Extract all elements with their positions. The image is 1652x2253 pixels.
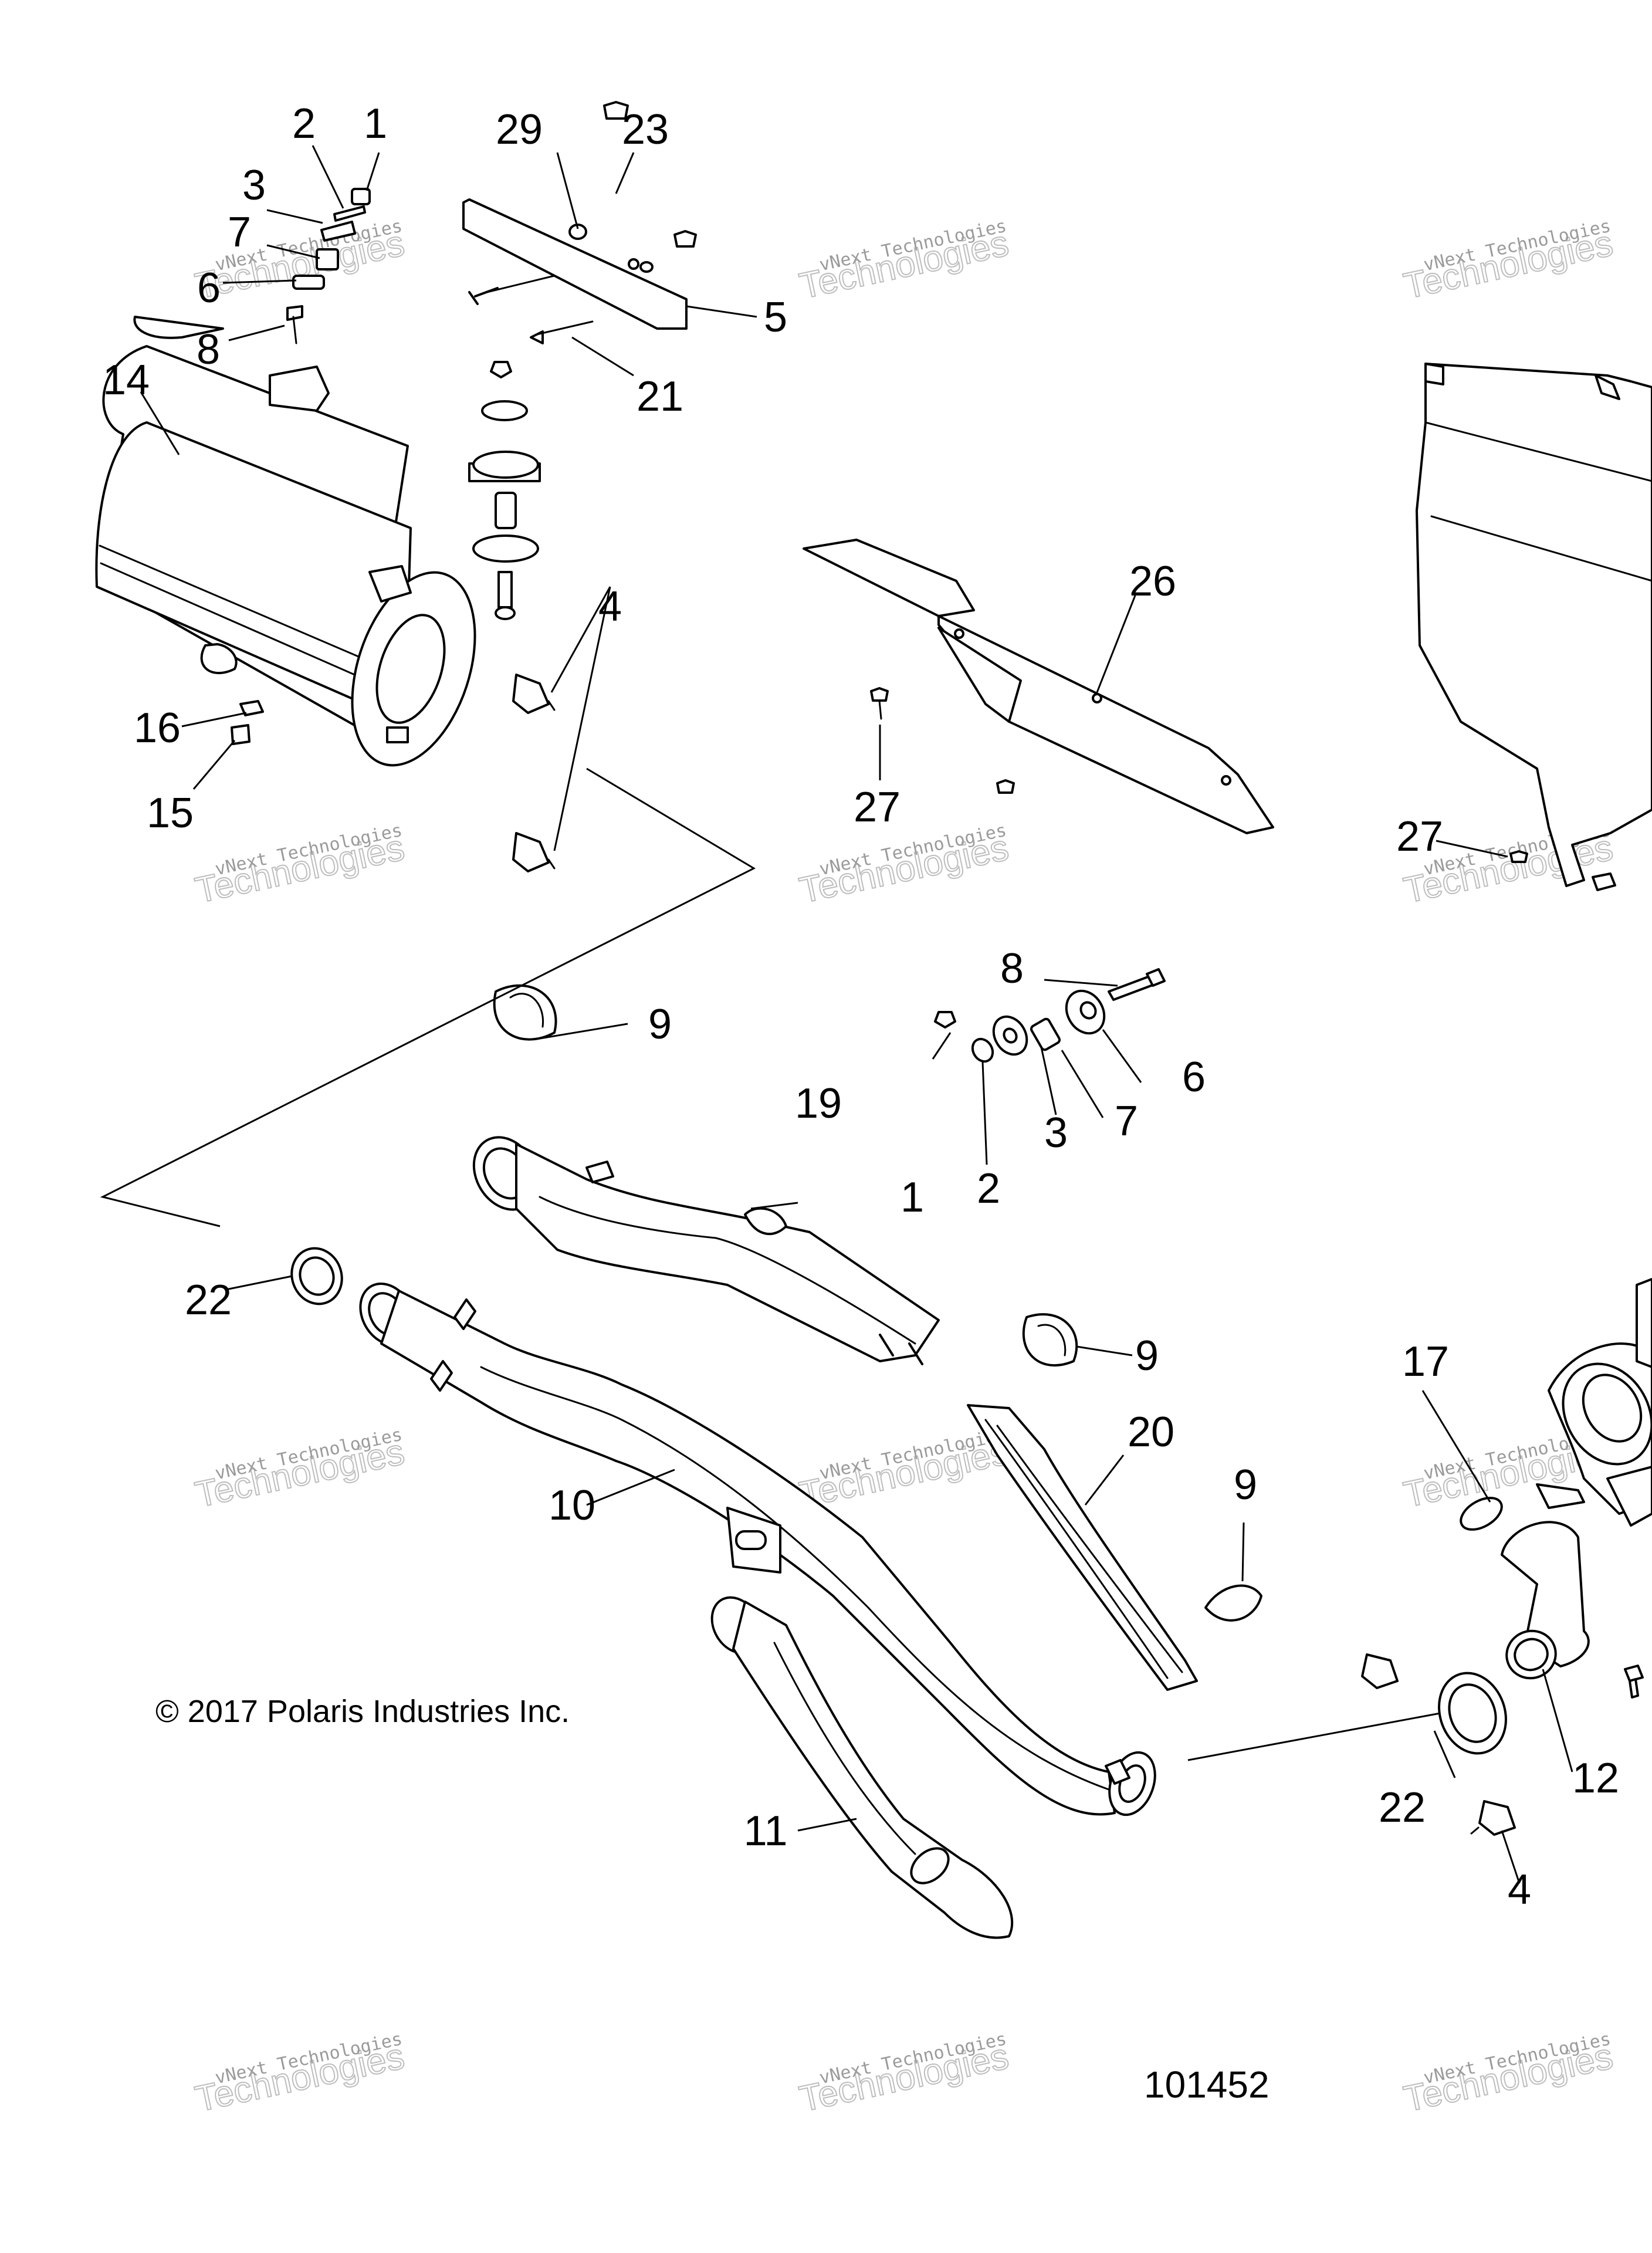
watermark: Technologies vNext Technologies bbox=[795, 1425, 1013, 1516]
callout-14: 14 bbox=[103, 357, 150, 404]
callout-7: 7 bbox=[1115, 1098, 1138, 1145]
watermark: Technologies vNext Technologies bbox=[795, 216, 1013, 307]
hardware-stack-middle bbox=[934, 968, 1166, 1063]
callout-6: 6 bbox=[1182, 1054, 1206, 1101]
callout-20: 20 bbox=[1128, 1409, 1174, 1456]
callout-19: 19 bbox=[795, 1080, 842, 1127]
hardware-stack-top-left bbox=[286, 188, 371, 344]
copyright-text: © 2017 Polaris Industries Inc. bbox=[155, 1694, 570, 1729]
callout-23: 23 bbox=[622, 106, 669, 153]
watermark: Technologies vNext Technologies bbox=[191, 2029, 408, 2120]
bracket-5 bbox=[462, 101, 697, 344]
callout-27: 27 bbox=[854, 784, 901, 831]
callout-2: 2 bbox=[977, 1165, 1000, 1212]
callout-27: 27 bbox=[1396, 813, 1443, 860]
gasket-22-left bbox=[290, 1247, 343, 1305]
pipe-10 bbox=[359, 1282, 1156, 1816]
diagram-id: 101452 bbox=[1144, 2063, 1270, 2106]
watermark: Technologies vNext Technologies bbox=[1400, 216, 1617, 307]
callout-22: 22 bbox=[185, 1277, 232, 1324]
watermark: Technologies vNext Technologies bbox=[795, 820, 1013, 912]
callout-5: 5 bbox=[764, 294, 787, 341]
callout-4: 4 bbox=[598, 583, 622, 630]
watermark: Technologies vNext Technologies bbox=[191, 216, 408, 307]
watermark: Technologies vNext Technologies bbox=[191, 1425, 408, 1516]
callout-3: 3 bbox=[242, 162, 266, 209]
spring-4-upper bbox=[512, 674, 556, 714]
spring-4-lower bbox=[512, 832, 556, 872]
callout-17: 17 bbox=[1402, 1338, 1449, 1385]
callout-7: 7 bbox=[228, 209, 251, 256]
callout-11: 11 bbox=[744, 1808, 788, 1855]
gasket-22-right bbox=[1438, 1672, 1507, 1755]
callout-9: 9 bbox=[1234, 1462, 1257, 1508]
callout-26: 26 bbox=[1129, 558, 1176, 605]
callout-8: 8 bbox=[1000, 945, 1024, 992]
callout-16: 16 bbox=[134, 705, 181, 752]
watermark: Technologies vNext Technologies bbox=[795, 2029, 1013, 2120]
callout-1: 1 bbox=[364, 100, 387, 147]
callout-4: 4 bbox=[1508, 1866, 1531, 1913]
callout-10: 10 bbox=[549, 1482, 595, 1529]
pipe-11 bbox=[710, 1596, 1014, 1939]
flange-assembly-right bbox=[1548, 1278, 1652, 1527]
spring-4-right-a bbox=[1361, 1653, 1399, 1689]
clamp-9c bbox=[1204, 1584, 1262, 1622]
callout-9: 9 bbox=[1135, 1332, 1159, 1379]
callout-2: 2 bbox=[292, 100, 316, 147]
callout-8: 8 bbox=[197, 326, 220, 373]
watermark: Technologies vNext Technologies bbox=[191, 820, 408, 912]
spring-4-right-b bbox=[1470, 1800, 1516, 1836]
rubber-mount-stack bbox=[468, 361, 541, 620]
callout-6: 6 bbox=[197, 265, 221, 312]
muffler-14 bbox=[95, 316, 476, 767]
callout-29: 29 bbox=[496, 106, 543, 153]
callout-12: 12 bbox=[1572, 1755, 1619, 1802]
callout-21: 21 bbox=[637, 373, 683, 420]
clamp-9a bbox=[493, 984, 557, 1041]
clamp-9b bbox=[1022, 1313, 1078, 1367]
callout-9: 9 bbox=[648, 1001, 672, 1048]
pipe-19 bbox=[472, 1136, 940, 1365]
pipe-12 bbox=[1460, 1483, 1590, 1680]
heat-shield-right bbox=[1416, 363, 1652, 891]
leader-lines bbox=[100, 145, 1573, 1884]
callout-1: 1 bbox=[901, 1174, 924, 1221]
heat-shield-26 bbox=[803, 539, 1274, 834]
callout-15: 15 bbox=[147, 790, 194, 837]
watermark: Technologies vNext Technologies bbox=[1400, 2029, 1617, 2120]
heat-shield-20 bbox=[967, 1404, 1198, 1691]
bolt-right bbox=[1624, 1665, 1644, 1699]
callout-22: 22 bbox=[1379, 1784, 1426, 1831]
callout-3: 3 bbox=[1044, 1109, 1068, 1156]
callouts: 1 2 3 7 6 8 29 23 5 21 14 4 16 15 26 27 … bbox=[103, 100, 1619, 1913]
